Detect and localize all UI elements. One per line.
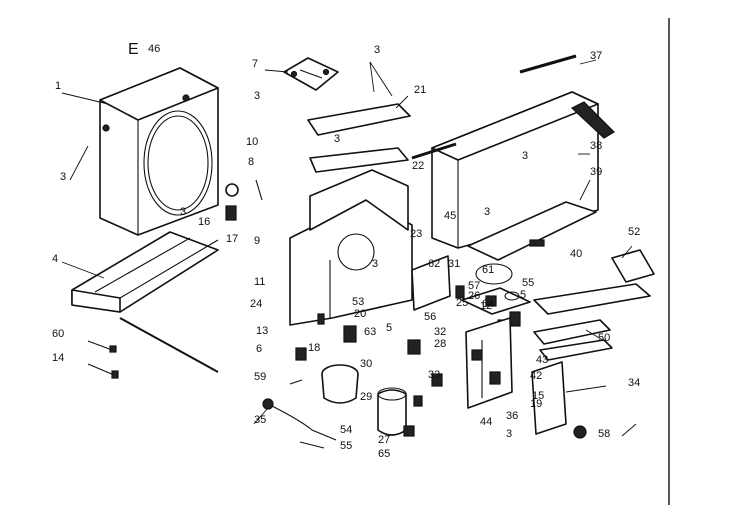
fan-motor-part [295,347,359,404]
front-grille-part [99,67,219,236]
base-pan-part [71,231,219,313]
valve-body-part [465,317,513,409]
knob-part [573,425,587,439]
rod-part [119,317,219,373]
side-panel-part [411,255,451,311]
screw-part-14 [289,379,303,385]
rail-bracket-part-42 [533,283,651,361]
capacitor-part [377,387,415,437]
clip-part [255,179,263,201]
orifice-panel-part [289,169,413,326]
bracket-part-17 [225,205,237,221]
bracket-part-53 [317,313,357,343]
bracket-part-40 [611,249,655,283]
compressor-part [455,263,531,315]
screw-part-5 [87,340,117,353]
base-tray-part [467,201,597,261]
power-cord-part [262,398,337,441]
bearing-part [225,183,239,197]
seal-strip-part [570,101,615,139]
relay-part [431,373,443,387]
top-rail-part [519,54,577,74]
partition-panel-part [307,103,411,173]
bracket-part-7 [283,57,339,91]
switch-part [407,339,421,355]
control-panel-part [531,361,567,435]
leader-lines [61,59,637,437]
thermostat-part [413,395,423,407]
screw-part-58 [299,441,325,449]
screw-part-6 [87,363,119,379]
side-rail-part [411,142,457,160]
